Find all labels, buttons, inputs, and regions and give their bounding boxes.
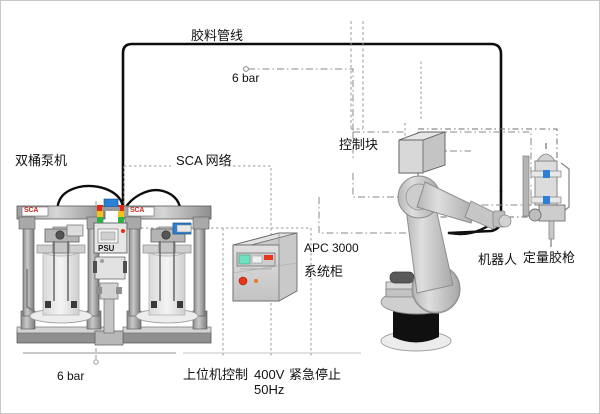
- label-robot: 机器人: [478, 252, 518, 267]
- robot-motor-icon: [389, 271, 415, 284]
- robot-arm: [380, 175, 512, 352]
- gun-blue-band-upper-icon: [543, 170, 550, 178]
- metering-gun-unit: [522, 143, 570, 247]
- label-sca-network: SCA 网络: [176, 153, 232, 168]
- label-control-block: 控制块: [339, 137, 379, 152]
- hose-dashed-riser: [350, 21, 364, 130]
- apc-lcd-screen: [238, 254, 251, 265]
- pneumatic-network: [248, 68, 532, 198]
- label-apc-model: APC 3000: [304, 241, 359, 255]
- label-metering-gun: 定量胶枪: [523, 250, 576, 265]
- sca-network-bus: [121, 165, 312, 356]
- label-glue-hose-line: 胶料管线: [191, 28, 244, 43]
- pump-unit-right: [122, 205, 212, 344]
- pressure-tap-bottom-icon: [93, 359, 99, 365]
- label-apc-cabinet: 系统柜: [304, 264, 344, 279]
- label-host-control: 上位机控制: [183, 367, 249, 382]
- label-emergency-stop: 紧急停止: [289, 367, 342, 382]
- gun-blue-band-lower-icon: [543, 196, 550, 204]
- label-voltage-line1: 400V: [254, 367, 285, 382]
- pump-unit-left: [16, 205, 106, 344]
- pneumatic-gun-branch: [318, 183, 532, 234]
- label-air-pressure-top: 6 bar: [232, 71, 260, 85]
- stack-light-green-icon: [97, 217, 103, 223]
- glue-hose-line: [121, 42, 503, 213]
- control-block-unit: [398, 131, 446, 174]
- apc-3000-cabinet: [232, 232, 298, 302]
- psu-control-tower: [93, 198, 128, 346]
- label-dual-drum-pump: 双桶泵机: [15, 153, 68, 168]
- pump-right-brand-logo: SCA: [130, 207, 145, 214]
- psu-power-led-icon: [121, 229, 125, 233]
- pump-left-brand-logo: SCA: [24, 207, 39, 214]
- psu-label: PSU: [98, 244, 115, 253]
- pressure-tap-top-icon: [243, 66, 249, 72]
- gun-valve-knob-icon: [528, 208, 542, 222]
- sca-logo-plate-left: [21, 206, 49, 217]
- apc-status-led-icon: [254, 279, 258, 283]
- apc-alarm-strip-icon: [264, 255, 273, 260]
- label-air-pressure-bottom: 6 bar: [57, 369, 85, 383]
- stack-light-yellow-icon: [97, 211, 103, 217]
- stack-light-red-icon: [97, 205, 103, 211]
- sca-logo-plate-right: [127, 206, 155, 217]
- apc-emergency-button-icon[interactable]: [238, 276, 248, 286]
- label-voltage-line2: 50Hz: [254, 382, 285, 397]
